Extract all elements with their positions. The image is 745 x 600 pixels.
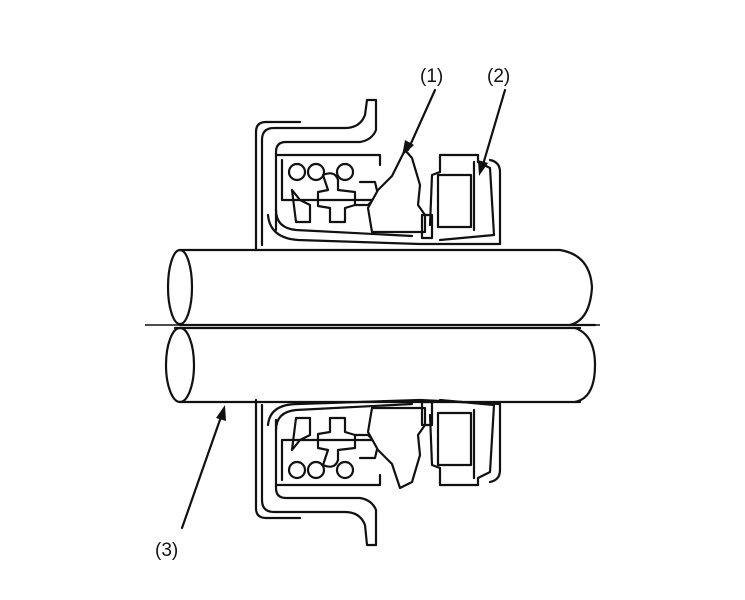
shaft-lower <box>164 326 597 404</box>
label-3: (3) <box>155 540 178 561</box>
callout-1: (1) <box>402 66 443 156</box>
label-2: (2) <box>487 66 510 87</box>
callout-2: (2) <box>478 66 510 176</box>
shaft-upper <box>166 248 597 327</box>
label-1: (1) <box>420 66 443 87</box>
callout-3: (3) <box>155 405 226 561</box>
upper-seal-assembly <box>254 98 502 252</box>
lower-seal-assembly <box>254 398 502 547</box>
